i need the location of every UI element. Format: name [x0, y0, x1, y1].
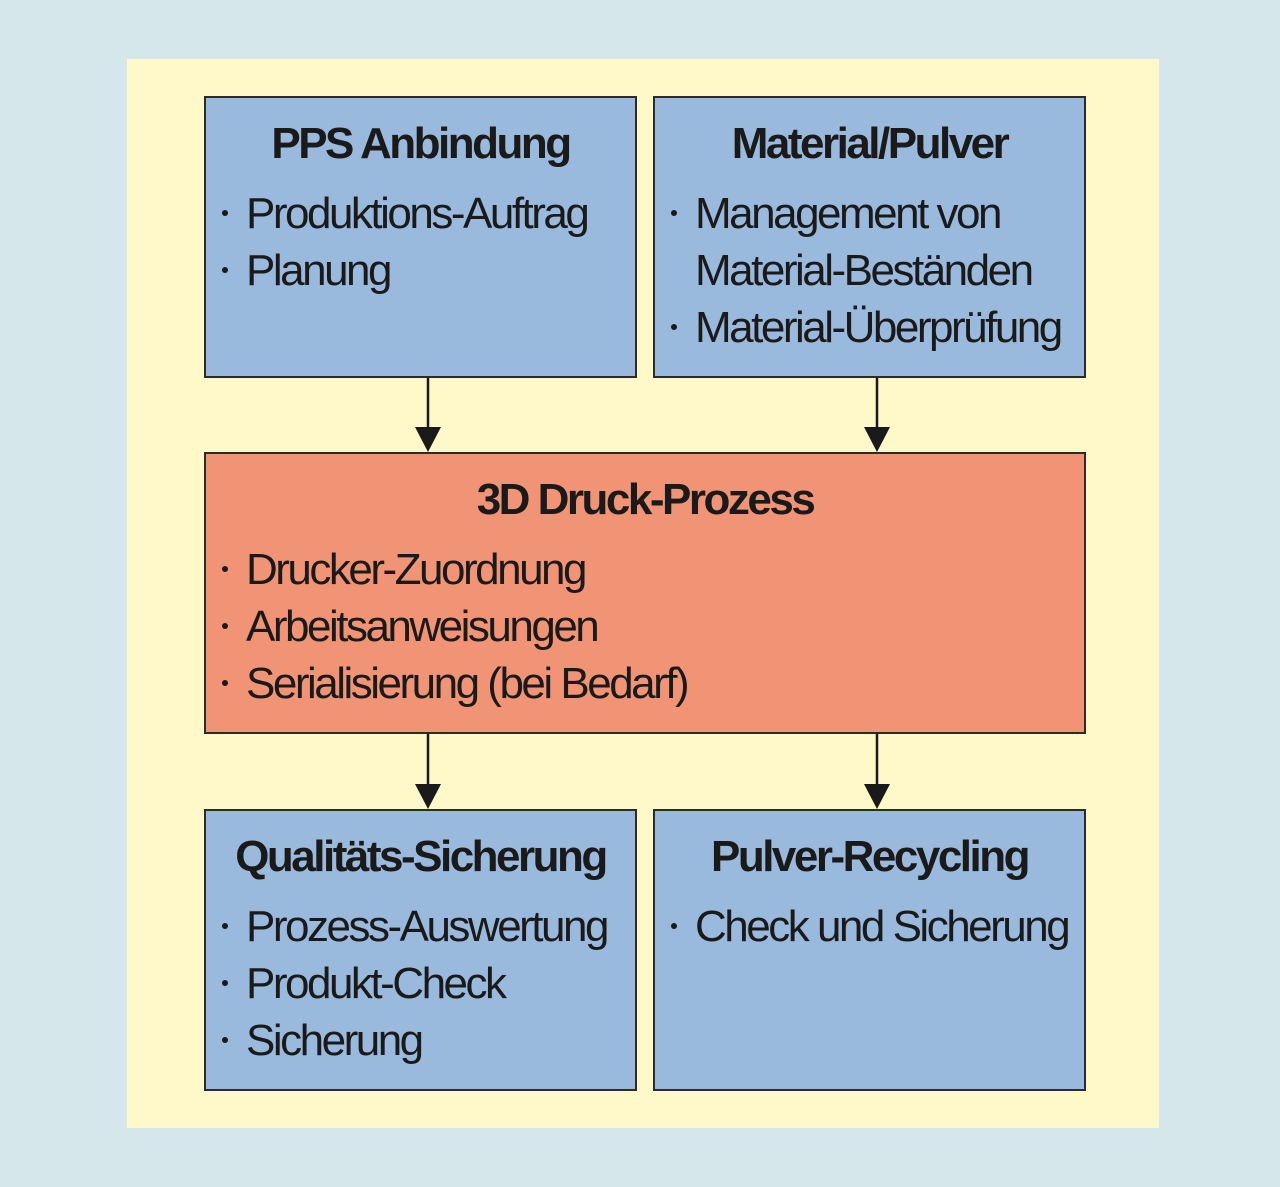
qualitaets-sicherung-box: Qualitäts-Sicherung Prozess-Auswertung P…: [204, 809, 637, 1091]
list-item: Produkt-Check: [206, 955, 635, 1012]
list-item: Drucker-Zuordnung: [206, 541, 1084, 598]
list-item: Arbeitsanweisungen: [206, 598, 1084, 655]
pps-anbindung-list: Produktions-Auftrag Planung: [206, 185, 635, 299]
list-item: Planung: [206, 242, 635, 299]
list-item: Serialisierung (bei Bedarf): [206, 655, 1084, 712]
arrow-process-to-recycling: [864, 734, 890, 809]
arrow-process-to-quality: [415, 734, 441, 809]
druck-prozess-box: 3D Druck-Prozess Drucker-Zuordnung Arbei…: [204, 452, 1086, 734]
list-item: Check und Sicherung: [655, 898, 1084, 955]
material-pulver-title: Material/Pulver: [731, 119, 1010, 168]
druck-prozess-list: Drucker-Zuordnung Arbeitsanweisungen Ser…: [206, 541, 1084, 712]
list-item: Produktions-Auftrag: [206, 185, 635, 242]
pulver-recycling-list: Check und Sicherung: [655, 898, 1084, 955]
qualitaets-sicherung-list: Prozess-Auswertung Produkt-Check Sicheru…: [206, 898, 635, 1069]
list-item: Material-Überprüfung: [655, 299, 1084, 356]
list-item: Sicherung: [206, 1012, 635, 1069]
pps-anbindung-box: PPS Anbindung Produktions-Auftrag Planun…: [204, 96, 637, 378]
pulver-recycling-box: Pulver-Recycling Check und Sicherung: [653, 809, 1086, 1091]
list-item: Prozess-Auswertung: [206, 898, 635, 955]
arrow-material-to-process: [864, 378, 890, 452]
list-item: Management von Material-Beständen: [655, 185, 1084, 299]
material-pulver-box: Material/Pulver Management von Material-…: [653, 96, 1086, 378]
arrow-pps-to-process: [415, 378, 441, 452]
qualitaets-sicherung-title: Qualitäts-Sicherung: [235, 832, 608, 881]
druck-prozess-title: 3D Druck-Prozess: [476, 475, 816, 524]
pulver-recycling-title: Pulver-Recycling: [710, 832, 1031, 881]
material-pulver-list: Management von Material-Beständen Materi…: [655, 185, 1084, 356]
pps-anbindung-title: PPS Anbindung: [271, 119, 572, 168]
